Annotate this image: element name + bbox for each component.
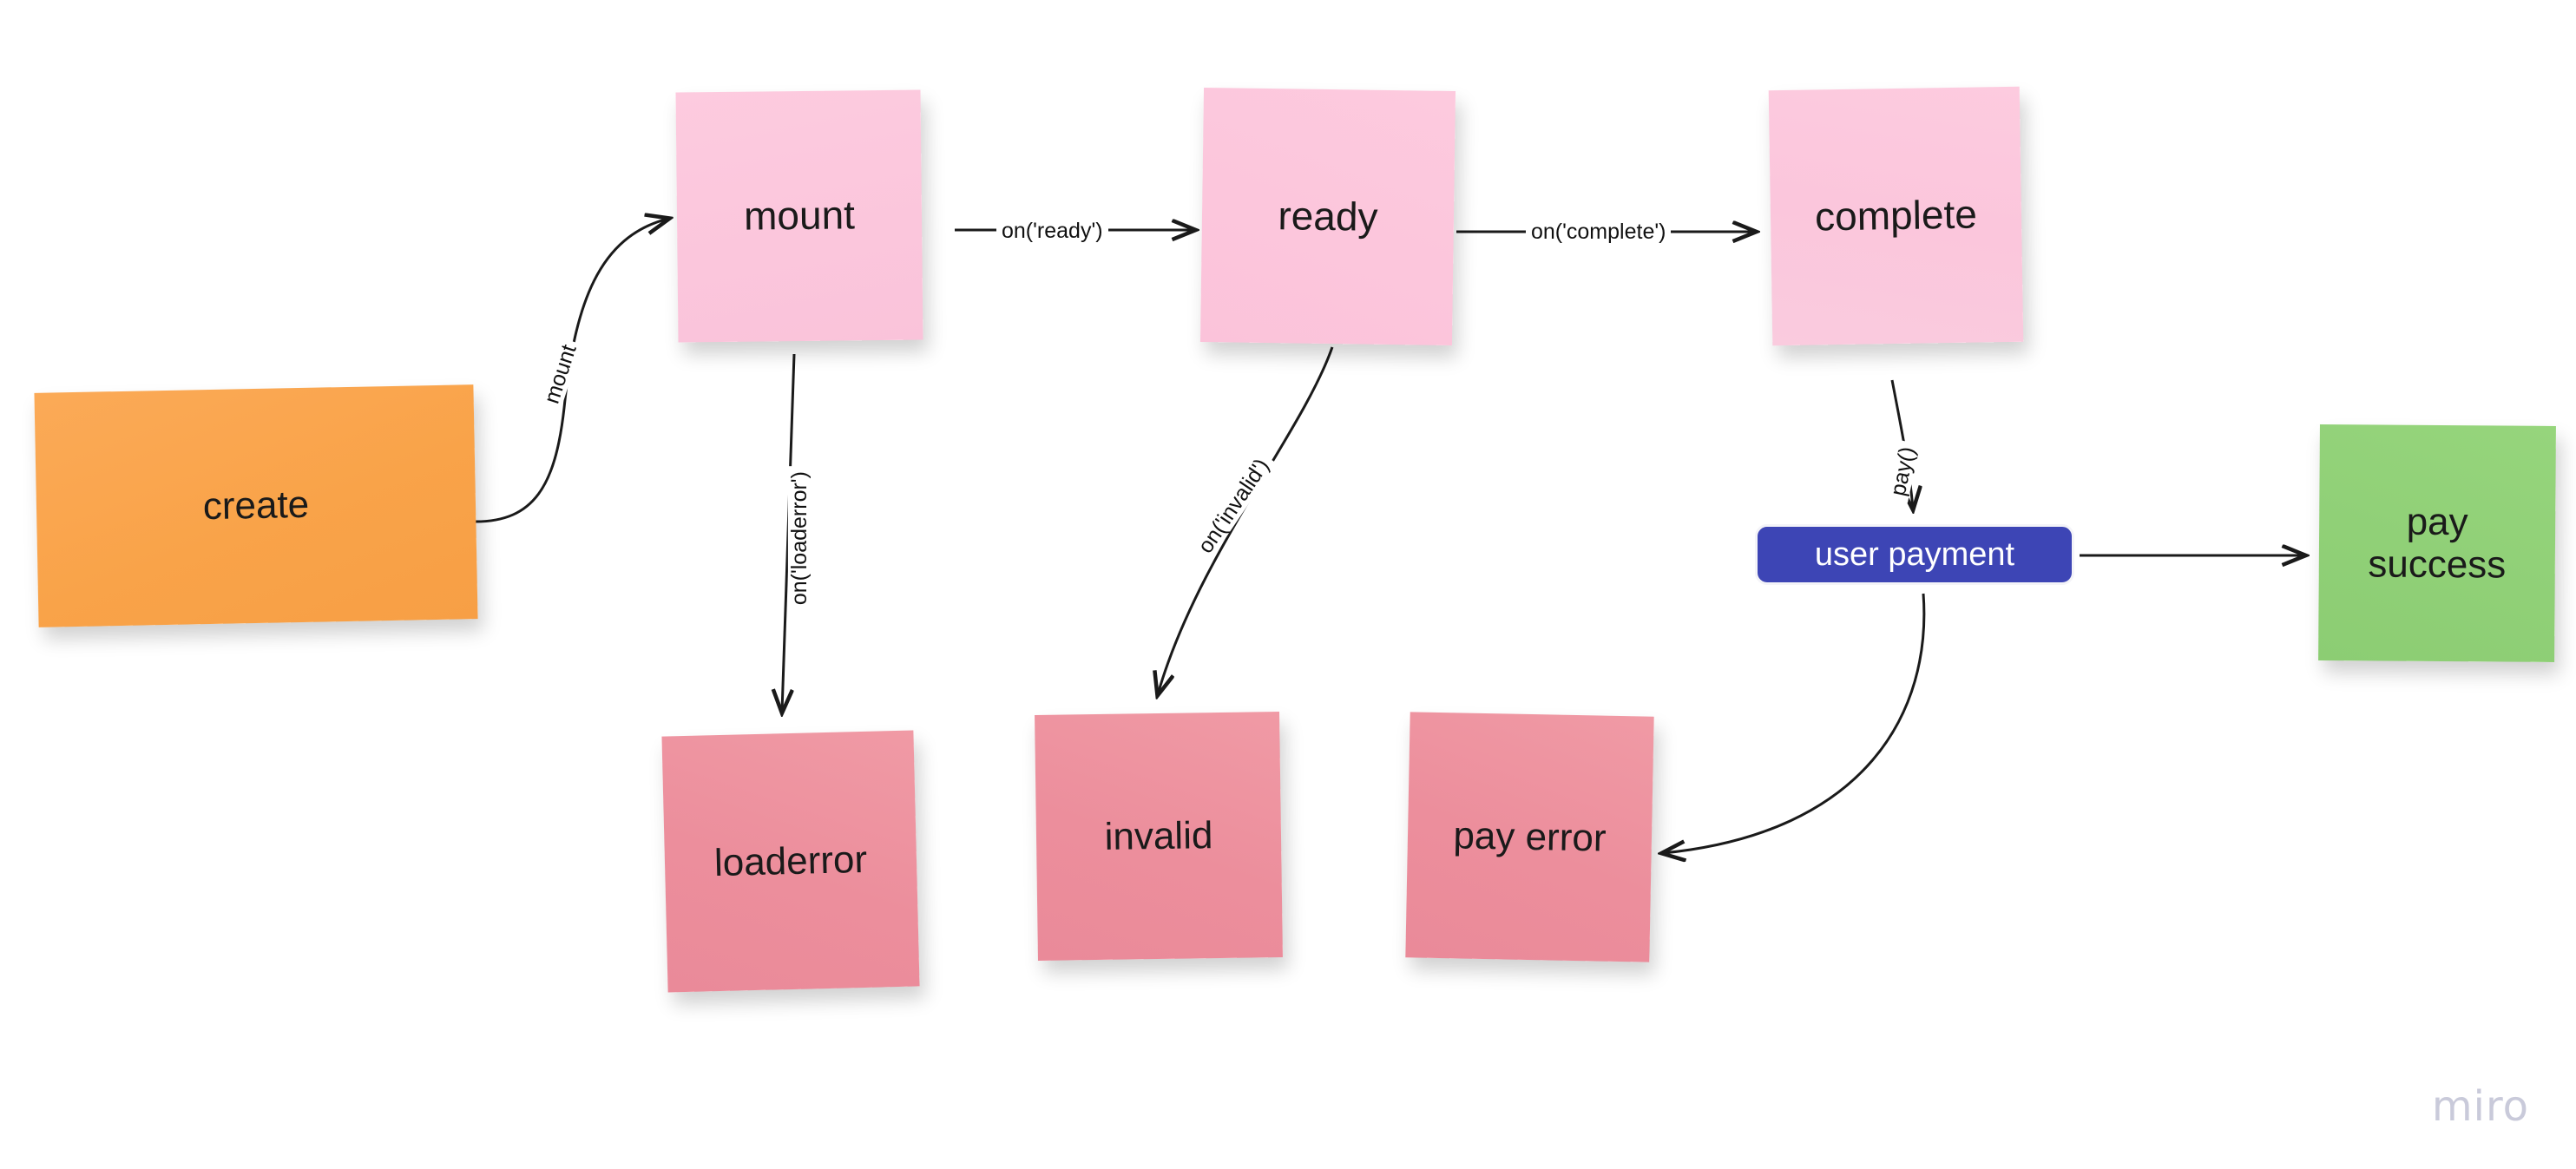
edge-user-payment-to-pay-error bbox=[1663, 593, 1926, 853]
sticky-note-complete-label: complete bbox=[1814, 191, 1978, 240]
edge-label-ready-to-invalid: on('invalid') bbox=[1191, 450, 1277, 562]
sticky-note-pay-success-label: pay success bbox=[2359, 500, 2515, 587]
sticky-note-pay-error-label: pay error bbox=[1453, 814, 1607, 860]
shape-user-payment[interactable]: user payment bbox=[1755, 524, 2074, 585]
sticky-note-loaderror-label: loaderror bbox=[713, 837, 868, 885]
edge-label-create-to-mount: mount bbox=[538, 337, 582, 411]
sticky-note-create[interactable]: create bbox=[34, 384, 478, 627]
sticky-note-ready[interactable]: ready bbox=[1199, 87, 1456, 346]
sticky-note-loaderror[interactable]: loaderror bbox=[661, 730, 920, 993]
sticky-note-complete[interactable]: complete bbox=[1768, 86, 2024, 346]
edge-label-complete-to-payment: pay() bbox=[1885, 439, 1921, 503]
edge-label-ready-to-complete: on('complete') bbox=[1526, 220, 1672, 243]
sticky-note-mount[interactable]: mount bbox=[675, 89, 923, 343]
sticky-note-create-label: create bbox=[202, 483, 310, 529]
shape-user-payment-label: user payment bbox=[1814, 535, 2015, 573]
sticky-note-mount-label: mount bbox=[743, 192, 856, 239]
sticky-note-ready-label: ready bbox=[1278, 192, 1378, 240]
sticky-note-pay-error[interactable]: pay error bbox=[1405, 712, 1654, 962]
pay-success-line-1: pay bbox=[2406, 500, 2468, 543]
edge-label-mount-to-loaderror: on('loaderror') bbox=[787, 466, 812, 611]
sticky-note-invalid-label: invalid bbox=[1104, 813, 1213, 858]
sticky-note-pay-success[interactable]: pay success bbox=[2318, 424, 2556, 662]
pay-success-line-2: success bbox=[2368, 542, 2507, 587]
miro-logo: miro bbox=[2431, 1082, 2529, 1131]
sticky-note-invalid[interactable]: invalid bbox=[1035, 712, 1283, 961]
edge-ready-to-invalid bbox=[1158, 346, 1334, 694]
edge-label-mount-to-ready: on('ready') bbox=[996, 220, 1108, 242]
